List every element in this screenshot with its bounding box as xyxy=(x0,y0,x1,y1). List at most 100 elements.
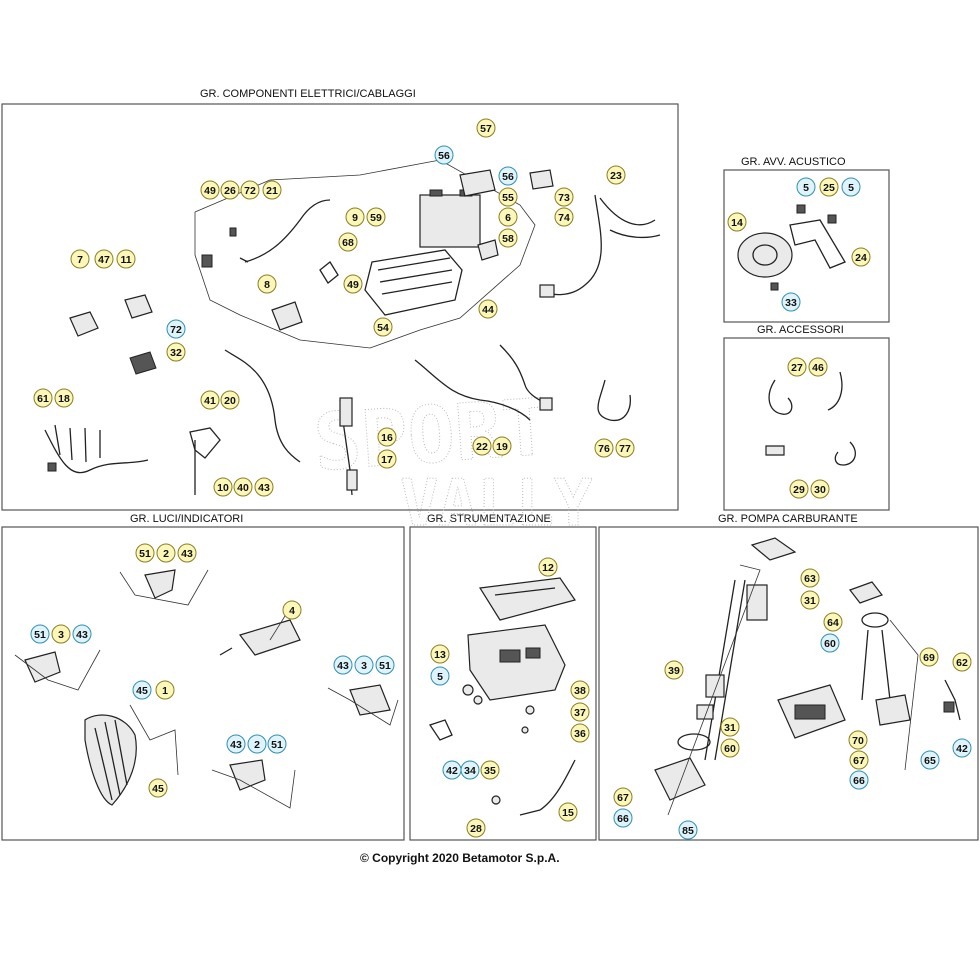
callout-circle xyxy=(613,787,633,807)
callout-electrical-74: 74 xyxy=(554,207,574,227)
callout-circle xyxy=(33,388,53,408)
callout-circle xyxy=(257,274,277,294)
callout-instruments-37: 37 xyxy=(570,702,590,722)
callout-circle xyxy=(570,723,590,743)
callout-circle xyxy=(480,760,500,780)
callout-number: 51 xyxy=(379,660,391,672)
callout-horn-5: 5 xyxy=(796,177,816,197)
callout-circle xyxy=(570,702,590,722)
callout-circle xyxy=(267,734,287,754)
callout-circle xyxy=(823,612,843,632)
callout-number: 3 xyxy=(58,629,64,641)
callout-lights-51: 51 xyxy=(267,734,287,754)
callout-number: 5 xyxy=(848,182,854,194)
callout-number: 67 xyxy=(617,792,629,804)
callout-electrical-49: 49 xyxy=(200,180,220,200)
callout-fuelpump-60: 60 xyxy=(820,633,840,653)
panel-accessories-frame xyxy=(723,337,890,511)
callout-number: 58 xyxy=(502,233,514,245)
callout-circle xyxy=(226,734,246,754)
callout-circle xyxy=(377,427,397,447)
callout-lights-45: 45 xyxy=(148,778,168,798)
callout-horn-24: 24 xyxy=(851,247,871,267)
callout-circle xyxy=(849,750,869,770)
callout-number: 40 xyxy=(237,482,249,494)
callout-circle xyxy=(354,655,374,675)
callout-circle xyxy=(135,543,155,563)
callout-number: 51 xyxy=(139,548,151,560)
callout-circle xyxy=(476,118,496,138)
callout-electrical-56: 56 xyxy=(498,166,518,186)
callout-electrical-58: 58 xyxy=(498,228,518,248)
callout-circle xyxy=(430,666,450,686)
callout-circle xyxy=(796,177,816,197)
callout-number: 44 xyxy=(482,304,494,316)
callout-accessories-30: 30 xyxy=(810,479,830,499)
callout-circle xyxy=(166,342,186,362)
callout-number: 20 xyxy=(224,395,236,407)
callout-circle xyxy=(148,778,168,798)
callout-circle xyxy=(377,449,397,469)
callout-electrical-17: 17 xyxy=(377,449,397,469)
callout-number: 11 xyxy=(120,254,131,266)
callout-number: 13 xyxy=(434,649,446,661)
callout-circle xyxy=(373,317,393,337)
callout-number: 4 xyxy=(289,605,295,617)
callout-electrical-20: 20 xyxy=(220,390,240,410)
callout-circle xyxy=(538,557,558,577)
panel-accessories-title: GR. ACCESSORI xyxy=(757,324,844,336)
callout-fuelpump-39: 39 xyxy=(664,660,684,680)
callout-circle xyxy=(787,357,807,377)
callout-fuelpump-42: 42 xyxy=(952,738,972,758)
callout-number: 77 xyxy=(619,443,631,455)
callout-number: 12 xyxy=(542,562,554,574)
callout-electrical-47: 47 xyxy=(94,249,114,269)
callout-electrical-32: 32 xyxy=(166,342,186,362)
callout-circle xyxy=(849,770,869,790)
callout-number: 42 xyxy=(956,743,968,755)
callout-circle xyxy=(434,145,454,165)
callout-fuelpump-67: 67 xyxy=(613,787,633,807)
panel-lights-frame xyxy=(1,526,405,841)
callout-circle xyxy=(51,624,71,644)
callout-number: 49 xyxy=(347,279,359,291)
panel-horn-title: GR. AVV. ACUSTICO xyxy=(741,156,846,168)
panel-lights-title: GR. LUCI/INDICATORI xyxy=(130,513,243,525)
callout-electrical-55: 55 xyxy=(498,187,518,207)
callout-accessories-46: 46 xyxy=(808,357,828,377)
callout-number: 67 xyxy=(853,755,865,767)
callout-electrical-16: 16 xyxy=(377,427,397,447)
callout-number: 61 xyxy=(37,393,49,405)
callout-number: 47 xyxy=(98,254,110,266)
callout-lights-43: 43 xyxy=(333,655,353,675)
callout-circle xyxy=(952,652,972,672)
callout-number: 66 xyxy=(853,775,865,787)
callout-instruments-12: 12 xyxy=(538,557,558,577)
callout-electrical-10: 10 xyxy=(213,477,233,497)
callout-horn-25: 25 xyxy=(819,177,839,197)
callout-electrical-73: 73 xyxy=(554,187,574,207)
callout-number: 51 xyxy=(34,629,46,641)
callout-circle xyxy=(200,180,220,200)
callout-instruments-35: 35 xyxy=(480,760,500,780)
callout-circle xyxy=(262,180,282,200)
callout-electrical-8: 8 xyxy=(257,274,277,294)
callout-number: 43 xyxy=(337,660,349,672)
callout-number: 60 xyxy=(724,743,736,755)
callout-circle xyxy=(919,647,939,667)
callout-circle xyxy=(848,730,868,750)
callout-number: 5 xyxy=(803,182,809,194)
callout-number: 9 xyxy=(352,212,358,224)
callout-electrical-56: 56 xyxy=(434,145,454,165)
callout-circle xyxy=(366,207,386,227)
callout-lights-43: 43 xyxy=(226,734,246,754)
callout-circle xyxy=(615,438,635,458)
callout-number: 31 xyxy=(804,595,816,607)
callout-circle xyxy=(132,680,152,700)
callout-number: 23 xyxy=(610,170,622,182)
callout-circle xyxy=(800,568,820,588)
electrical-parts xyxy=(44,159,661,496)
callout-number: 60 xyxy=(824,638,836,650)
callout-lights-51: 51 xyxy=(375,655,395,675)
callout-fuelpump-70: 70 xyxy=(848,730,868,750)
